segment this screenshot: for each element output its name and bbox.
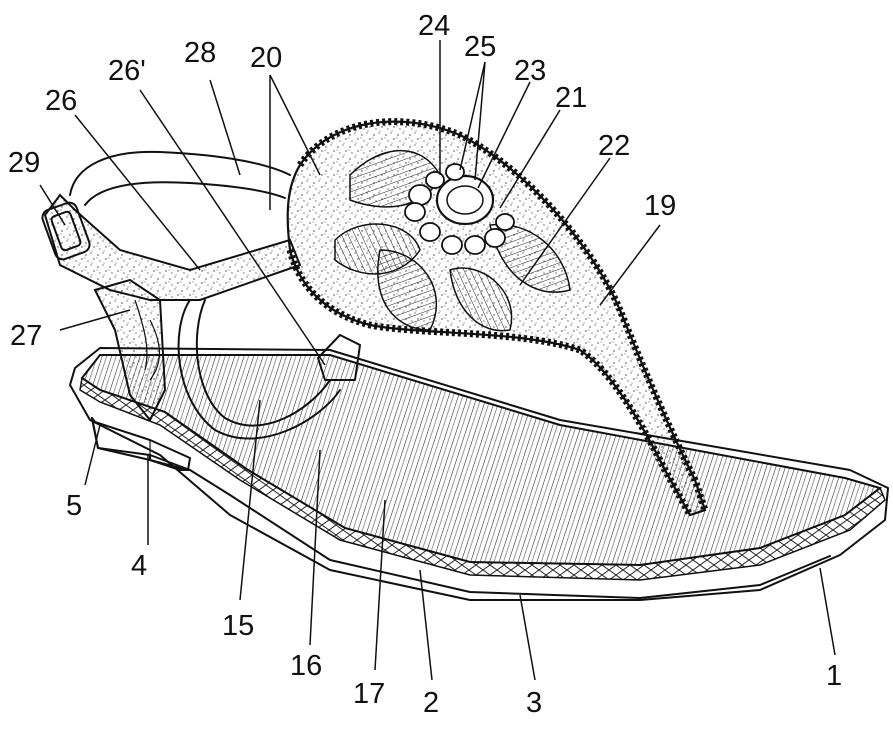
reference-numerals: 24 25 23 21 22 19 20 28 26' 26 29 27 5 4… <box>8 10 842 719</box>
insole <box>80 354 883 567</box>
label-1: 1 <box>826 660 842 692</box>
label-25: 25 <box>464 31 496 63</box>
label-15: 15 <box>222 610 254 642</box>
label-3: 3 <box>526 687 542 719</box>
label-29: 29 <box>8 147 40 179</box>
label-26-prime: 26' <box>108 55 146 87</box>
label-27: 27 <box>10 320 42 352</box>
label-20: 20 <box>250 42 282 74</box>
label-26: 26 <box>45 85 77 117</box>
label-2: 2 <box>423 687 439 719</box>
toe-post <box>317 334 361 381</box>
label-23: 23 <box>514 55 546 87</box>
label-17: 17 <box>353 678 385 710</box>
ankle-strap-loop <box>177 299 341 440</box>
flower-ornament <box>404 163 515 255</box>
label-4: 4 <box>131 550 147 582</box>
label-5: 5 <box>66 490 82 522</box>
label-19: 19 <box>644 190 676 222</box>
label-21: 21 <box>555 82 587 114</box>
label-22: 22 <box>598 130 630 162</box>
leader-lines <box>39 40 836 681</box>
heel-block <box>91 417 191 471</box>
label-16: 16 <box>290 650 322 682</box>
label-28: 28 <box>184 37 216 69</box>
buckle <box>41 201 91 261</box>
label-24: 24 <box>418 10 450 42</box>
